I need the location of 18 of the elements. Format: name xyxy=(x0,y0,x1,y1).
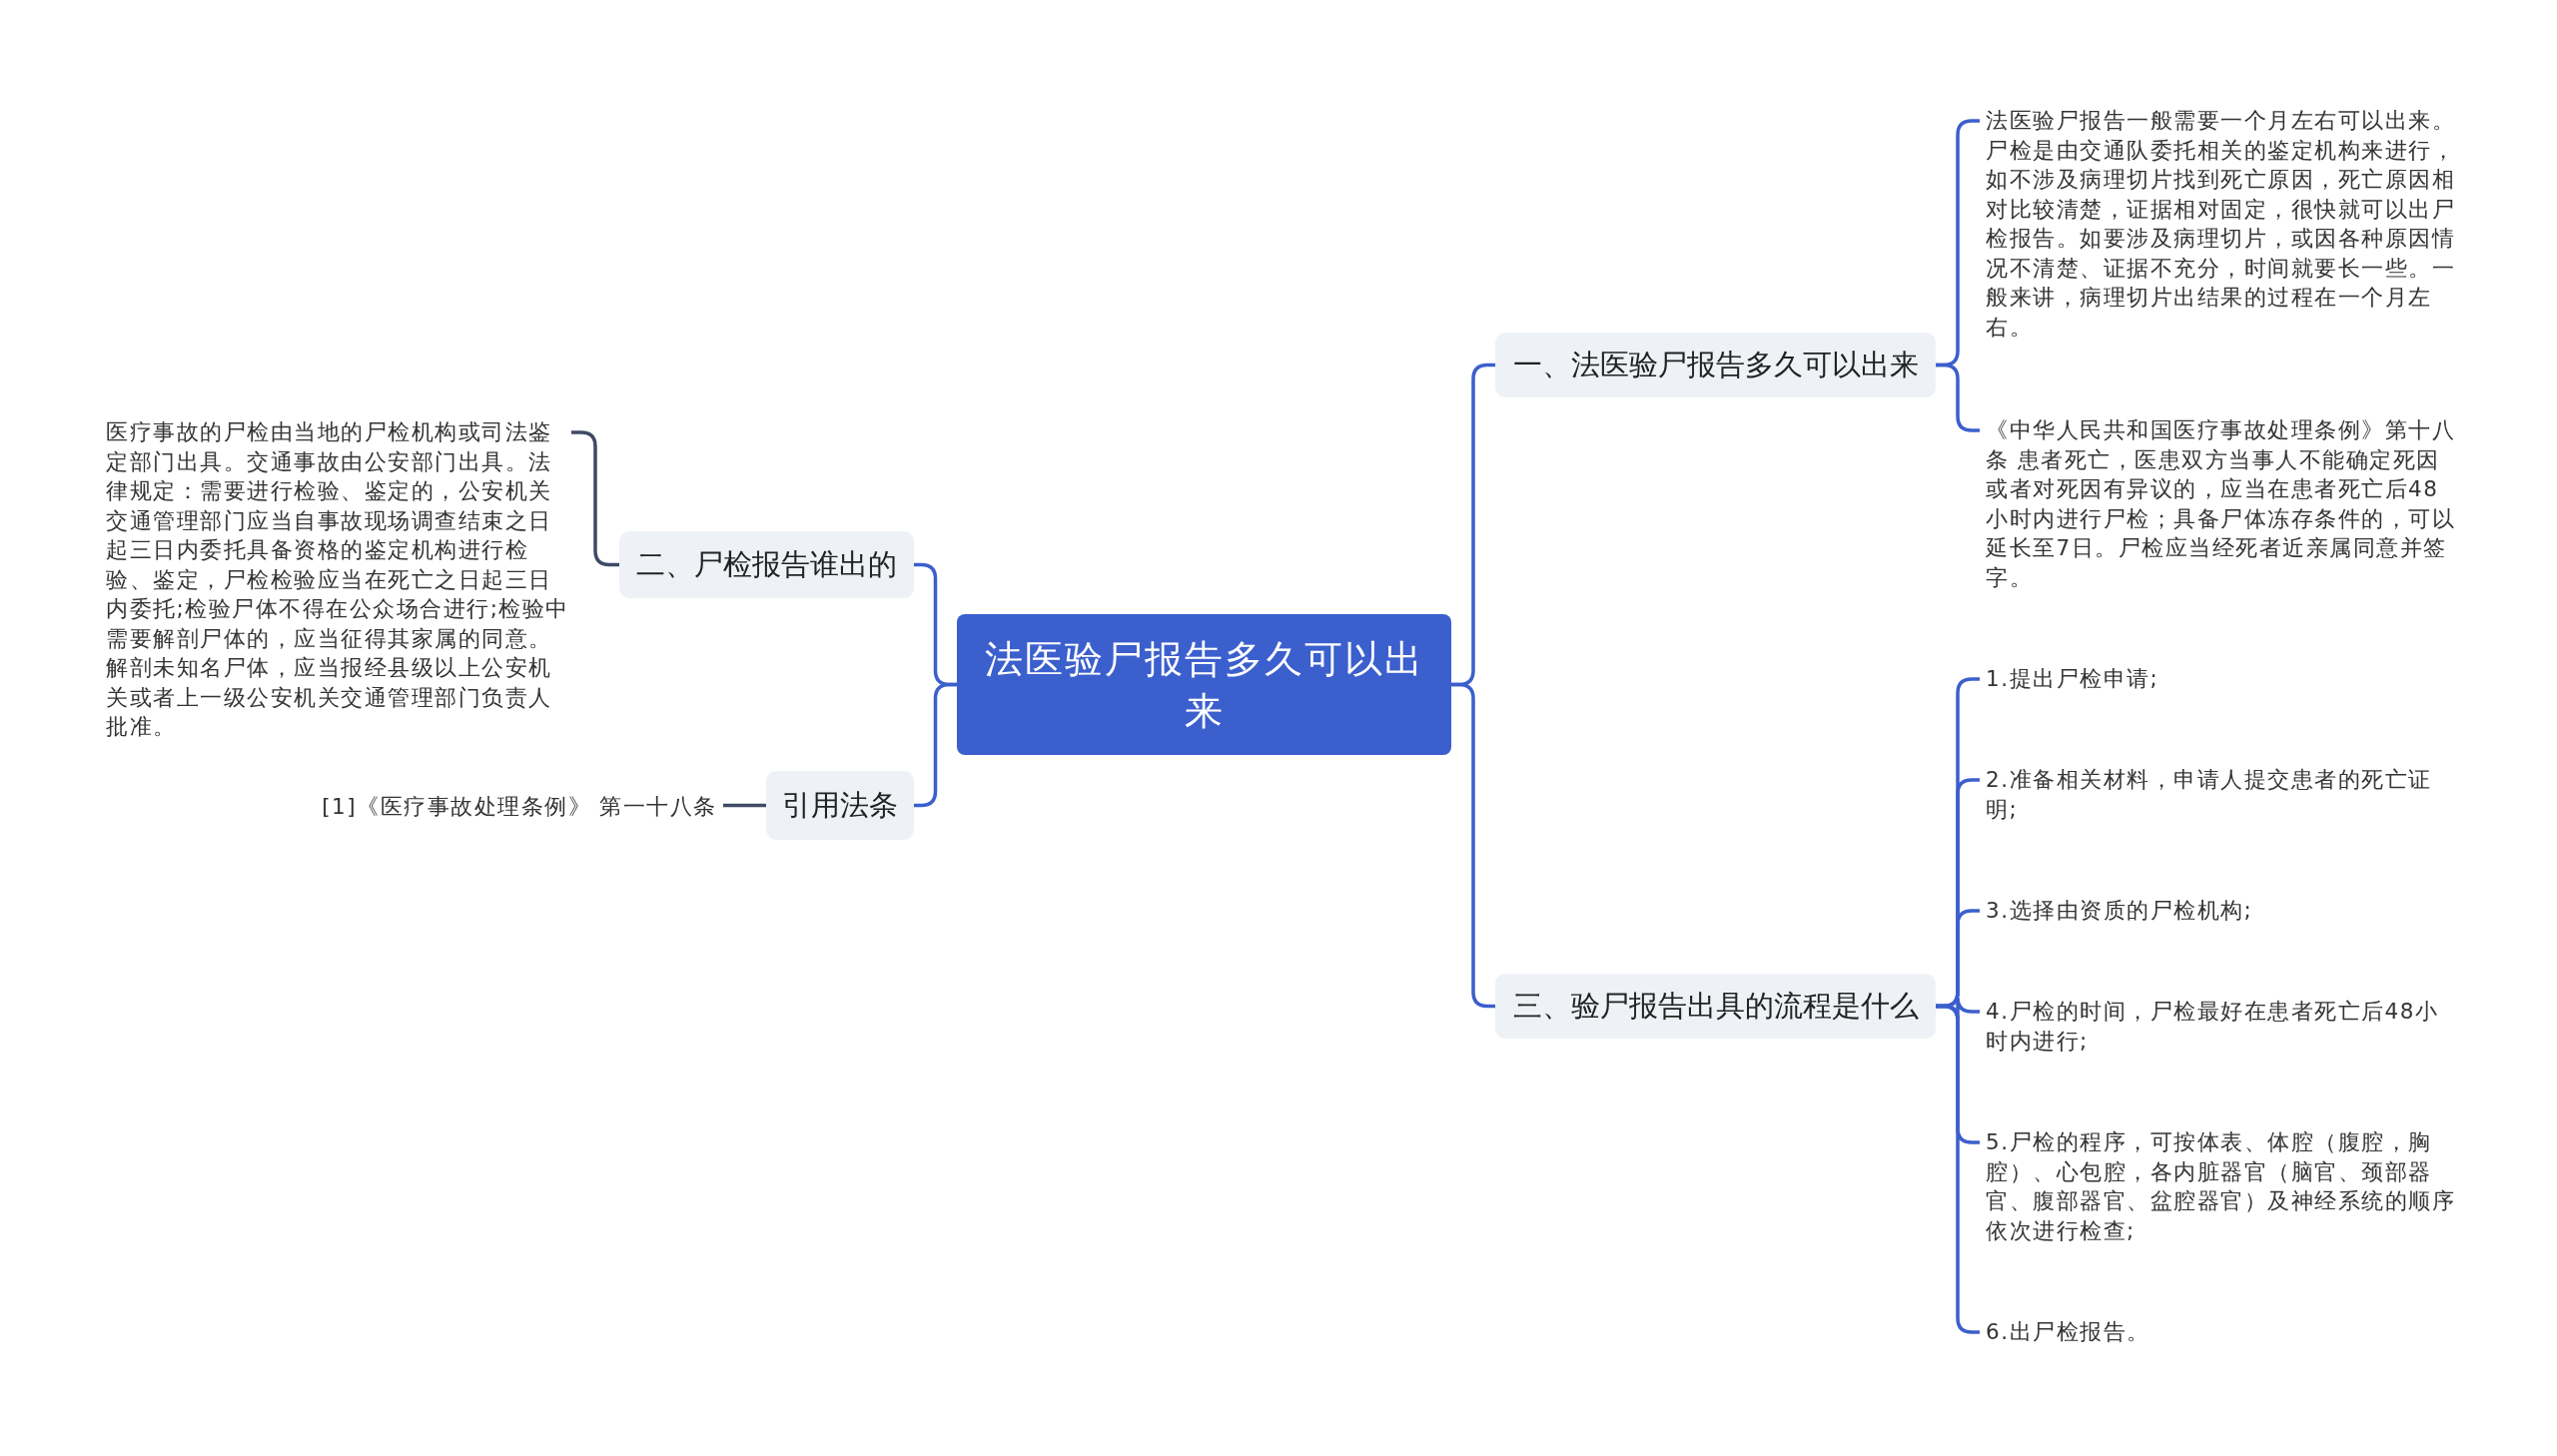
topic-box: 三、验尸报告出具的流程是什么 xyxy=(1495,974,1936,1039)
note-text: 《中华人民共和国医疗事故处理条例》第十八条 患者死亡，医患双方当事人不能确定死因或者对死因有异议的，应当在患者死亡后48小时内进行尸检；具备尸体冻存条件的，可以延长至7日。尸检应当经死者近亲属同意并签字。 xyxy=(1986,415,2459,592)
central-topic-box: 法医验尸报告多久可以出来 xyxy=(957,614,1451,755)
note-text: 医疗事故的尸检由当地的尸检机构或司法鉴定部门出具。交通事故由公安部门出具。法律规定：需要进行检验、鉴定的，公安机关交通管理部门应当自事故现场调查结束之日起三日内委托具备资格的鉴定机构进行检验、鉴定，尸检检验应当在死亡之日起三日内委托;检验尸体不得在公众场合进行;检验中需要解剖尸体的，应当征得其家属的同意。解剖未知名尸体，应当报经县级以上公安机关或者上一级公安机关交通管理部门负责人批准。 xyxy=(106,417,571,742)
note-text: 1.提出尸检申请; xyxy=(1986,664,2459,694)
topic-box: 引用法条 xyxy=(766,771,914,840)
note-text: 5.尸检的程序，可按体表、体腔（腹腔，胸腔）、心包腔，各内脏器官（脑官、颈部器官、腹部器官、盆腔器官）及神经系统的顺序依次进行检查; xyxy=(1986,1127,2459,1245)
note-text: 法医验尸报告一般需要一个月左右可以出来。尸检是由交通队委托相关的鉴定机构来进行，如不涉及病理切片找到死亡原因，死亡原因相对比较清楚，证据相对固定，很快就可以出尸检报告。如要涉及病理切片，或因各种原因情况不清楚、证据不充分，时间就要长一些。一般来讲，病理切片出结果的过程在一个月左右。 xyxy=(1986,106,2459,342)
connector-line xyxy=(723,803,766,808)
note-text: 2.准备相关材料，申请人提交患者的死亡证明; xyxy=(1986,765,2459,824)
note-text: [1]《医疗事故处理条例》 第一十八条 xyxy=(320,792,717,822)
note-text: 6.出尸检报告。 xyxy=(1986,1317,2459,1347)
note-text: 3.选择由资质的尸检机构; xyxy=(1986,896,2459,926)
topic-box: 二、尸检报告谁出的 xyxy=(619,531,914,598)
topic-box: 一、法医验尸报告多久可以出来 xyxy=(1495,333,1936,397)
connector-line xyxy=(1451,682,1495,1009)
note-text: 4.尸检的时间，尸检最好在患者死亡后48小时内进行; xyxy=(1986,997,2459,1056)
connector-line xyxy=(914,682,957,808)
